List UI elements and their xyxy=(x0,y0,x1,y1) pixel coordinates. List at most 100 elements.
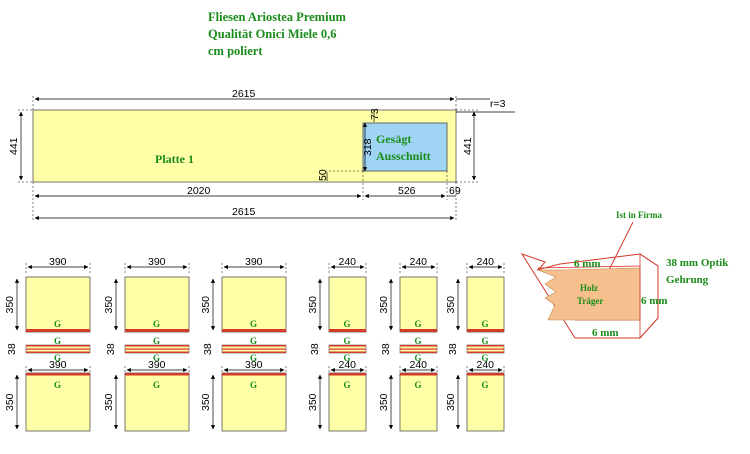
main-plate: Platte 1 Gesägt Ausschnitt 2615 r=3 441 … xyxy=(8,88,515,222)
wood-carrier xyxy=(537,267,641,321)
dim-strip-0: 38 xyxy=(6,343,18,355)
wood-label-2: Träger xyxy=(577,296,603,306)
dim-strip-5: 38 xyxy=(447,343,459,355)
dim-height-bottom-2: 350 xyxy=(200,393,212,411)
edge-detail: Ist in Firma Holz Träger 6 mm 6 mm 6 mm … xyxy=(520,210,729,340)
dim-left: 441 xyxy=(8,137,20,155)
dim-width-top-2: 390 xyxy=(245,256,263,268)
g-label-strip-a-4: G xyxy=(415,336,422,346)
detail-dim-right: 6 mm xyxy=(641,295,668,307)
edge-bottom-4 xyxy=(400,373,437,376)
optik-label-1: 38 mm Optik xyxy=(666,257,729,269)
dim-width-bottom-5: 240 xyxy=(477,359,495,371)
g-label-bottom-5: G xyxy=(482,380,489,390)
dim-width-top-4: 240 xyxy=(410,256,428,268)
dim-top: 2615 xyxy=(232,88,256,100)
cutout-area xyxy=(362,122,448,172)
g-label-strip-b-4: G xyxy=(415,353,422,363)
pieces-grid: 390G350GG38390G350390G350GG38390G350390G… xyxy=(4,256,505,432)
tile-top-5 xyxy=(466,276,505,333)
cutout-label-1: Gesägt xyxy=(376,132,411,146)
edge-bottom-0 xyxy=(26,373,90,376)
tile-top-0 xyxy=(25,276,91,333)
dim-bottom-right: 69 xyxy=(449,185,461,197)
dim-width-bottom-0: 390 xyxy=(49,359,67,371)
edge-top-5 xyxy=(467,329,504,332)
edge-top-4 xyxy=(400,329,437,332)
g-label-top-2: G xyxy=(250,319,257,329)
title-line-3: cm poliert xyxy=(208,44,263,58)
edge-bottom-2 xyxy=(222,373,286,376)
detail-dim-top: 6 mm xyxy=(574,258,601,270)
edge-top-3 xyxy=(329,329,366,332)
dim-height-bottom-3: 350 xyxy=(307,393,319,411)
dim-height-bottom-0: 350 xyxy=(4,393,16,411)
g-label-strip-a-1: G xyxy=(153,336,160,346)
tile-bottom-3 xyxy=(328,372,367,432)
g-label-strip-b-1: G xyxy=(153,353,160,363)
g-label-strip-b-5: G xyxy=(482,353,489,363)
tile-bottom-4 xyxy=(399,372,438,432)
dim-width-top-5: 240 xyxy=(477,256,495,268)
g-label-bottom-0: G xyxy=(54,380,61,390)
g-label-top-0: G xyxy=(54,319,61,329)
g-label-top-3: G xyxy=(344,319,351,329)
g-label-strip-b-2: G xyxy=(250,353,257,363)
g-label-top-5: G xyxy=(482,319,489,329)
dim-width-top-1: 390 xyxy=(148,256,166,268)
edge-top-1 xyxy=(125,329,189,332)
g-label-strip-b-0: G xyxy=(54,353,61,363)
g-label-top-4: G xyxy=(415,319,422,329)
dim-height-top-2: 350 xyxy=(200,296,212,314)
g-label-bottom-1: G xyxy=(153,380,160,390)
dim-height-bottom-1: 350 xyxy=(103,393,115,411)
edge-bottom-1 xyxy=(125,373,189,376)
tile-bottom-2 xyxy=(221,372,287,432)
radius-label: r=3 xyxy=(490,98,506,110)
dim-strip-3: 38 xyxy=(309,343,321,355)
tile-top-3 xyxy=(328,276,367,333)
optik-label-2: Gehrung xyxy=(666,274,709,286)
tile-top-2 xyxy=(221,276,287,333)
dim-width-bottom-2: 390 xyxy=(245,359,263,371)
dim-height-top-0: 350 xyxy=(4,296,16,314)
dim-height-bottom-5: 350 xyxy=(445,393,457,411)
dim-width-top-0: 390 xyxy=(49,256,67,268)
edge-top-0 xyxy=(26,329,90,332)
dim-total-bottom: 2615 xyxy=(232,206,256,218)
dim-bottom-left: 2020 xyxy=(187,185,211,197)
edge-bottom-5 xyxy=(467,373,504,376)
tile-bottom-0 xyxy=(25,372,91,432)
plate-label: Platte 1 xyxy=(155,152,194,166)
dim-height-top-3: 350 xyxy=(307,296,319,314)
dim-width-bottom-4: 240 xyxy=(410,359,428,371)
tile-top-4 xyxy=(399,276,438,333)
dim-height-top-1: 350 xyxy=(103,296,115,314)
g-label-strip-a-3: G xyxy=(344,336,351,346)
g-label-strip-a-5: G xyxy=(482,336,489,346)
dim-width-bottom-3: 240 xyxy=(339,359,357,371)
g-label-strip-a-0: G xyxy=(54,336,61,346)
wood-label-1: Holz xyxy=(580,283,598,293)
edge-bottom-3 xyxy=(329,373,366,376)
g-label-strip-a-2: G xyxy=(250,336,257,346)
dim-strip-2: 38 xyxy=(202,343,214,355)
title-line-1: Fliesen Ariostea Premium xyxy=(208,10,346,24)
detail-note: Ist in Firma xyxy=(616,210,662,220)
dim-height-top-5: 350 xyxy=(445,296,457,314)
dim-cutout-top: 73 xyxy=(369,108,381,120)
dim-strip-1: 38 xyxy=(105,343,117,355)
cutout-label-2: Ausschnitt xyxy=(376,149,431,163)
dim-right: 441 xyxy=(462,137,474,155)
dim-cutout-height: 318 xyxy=(362,138,374,156)
g-label-bottom-2: G xyxy=(250,380,257,390)
dim-height-bottom-4: 350 xyxy=(378,393,390,411)
dim-cutout-bottom: 50 xyxy=(317,169,329,181)
dim-width-bottom-1: 390 xyxy=(148,359,166,371)
dim-height-top-4: 350 xyxy=(378,296,390,314)
dim-width-top-3: 240 xyxy=(339,256,357,268)
edge-top-2 xyxy=(222,329,286,332)
detail-dim-bottom: 6 mm xyxy=(592,327,619,339)
dim-bottom-mid: 526 xyxy=(398,185,416,197)
